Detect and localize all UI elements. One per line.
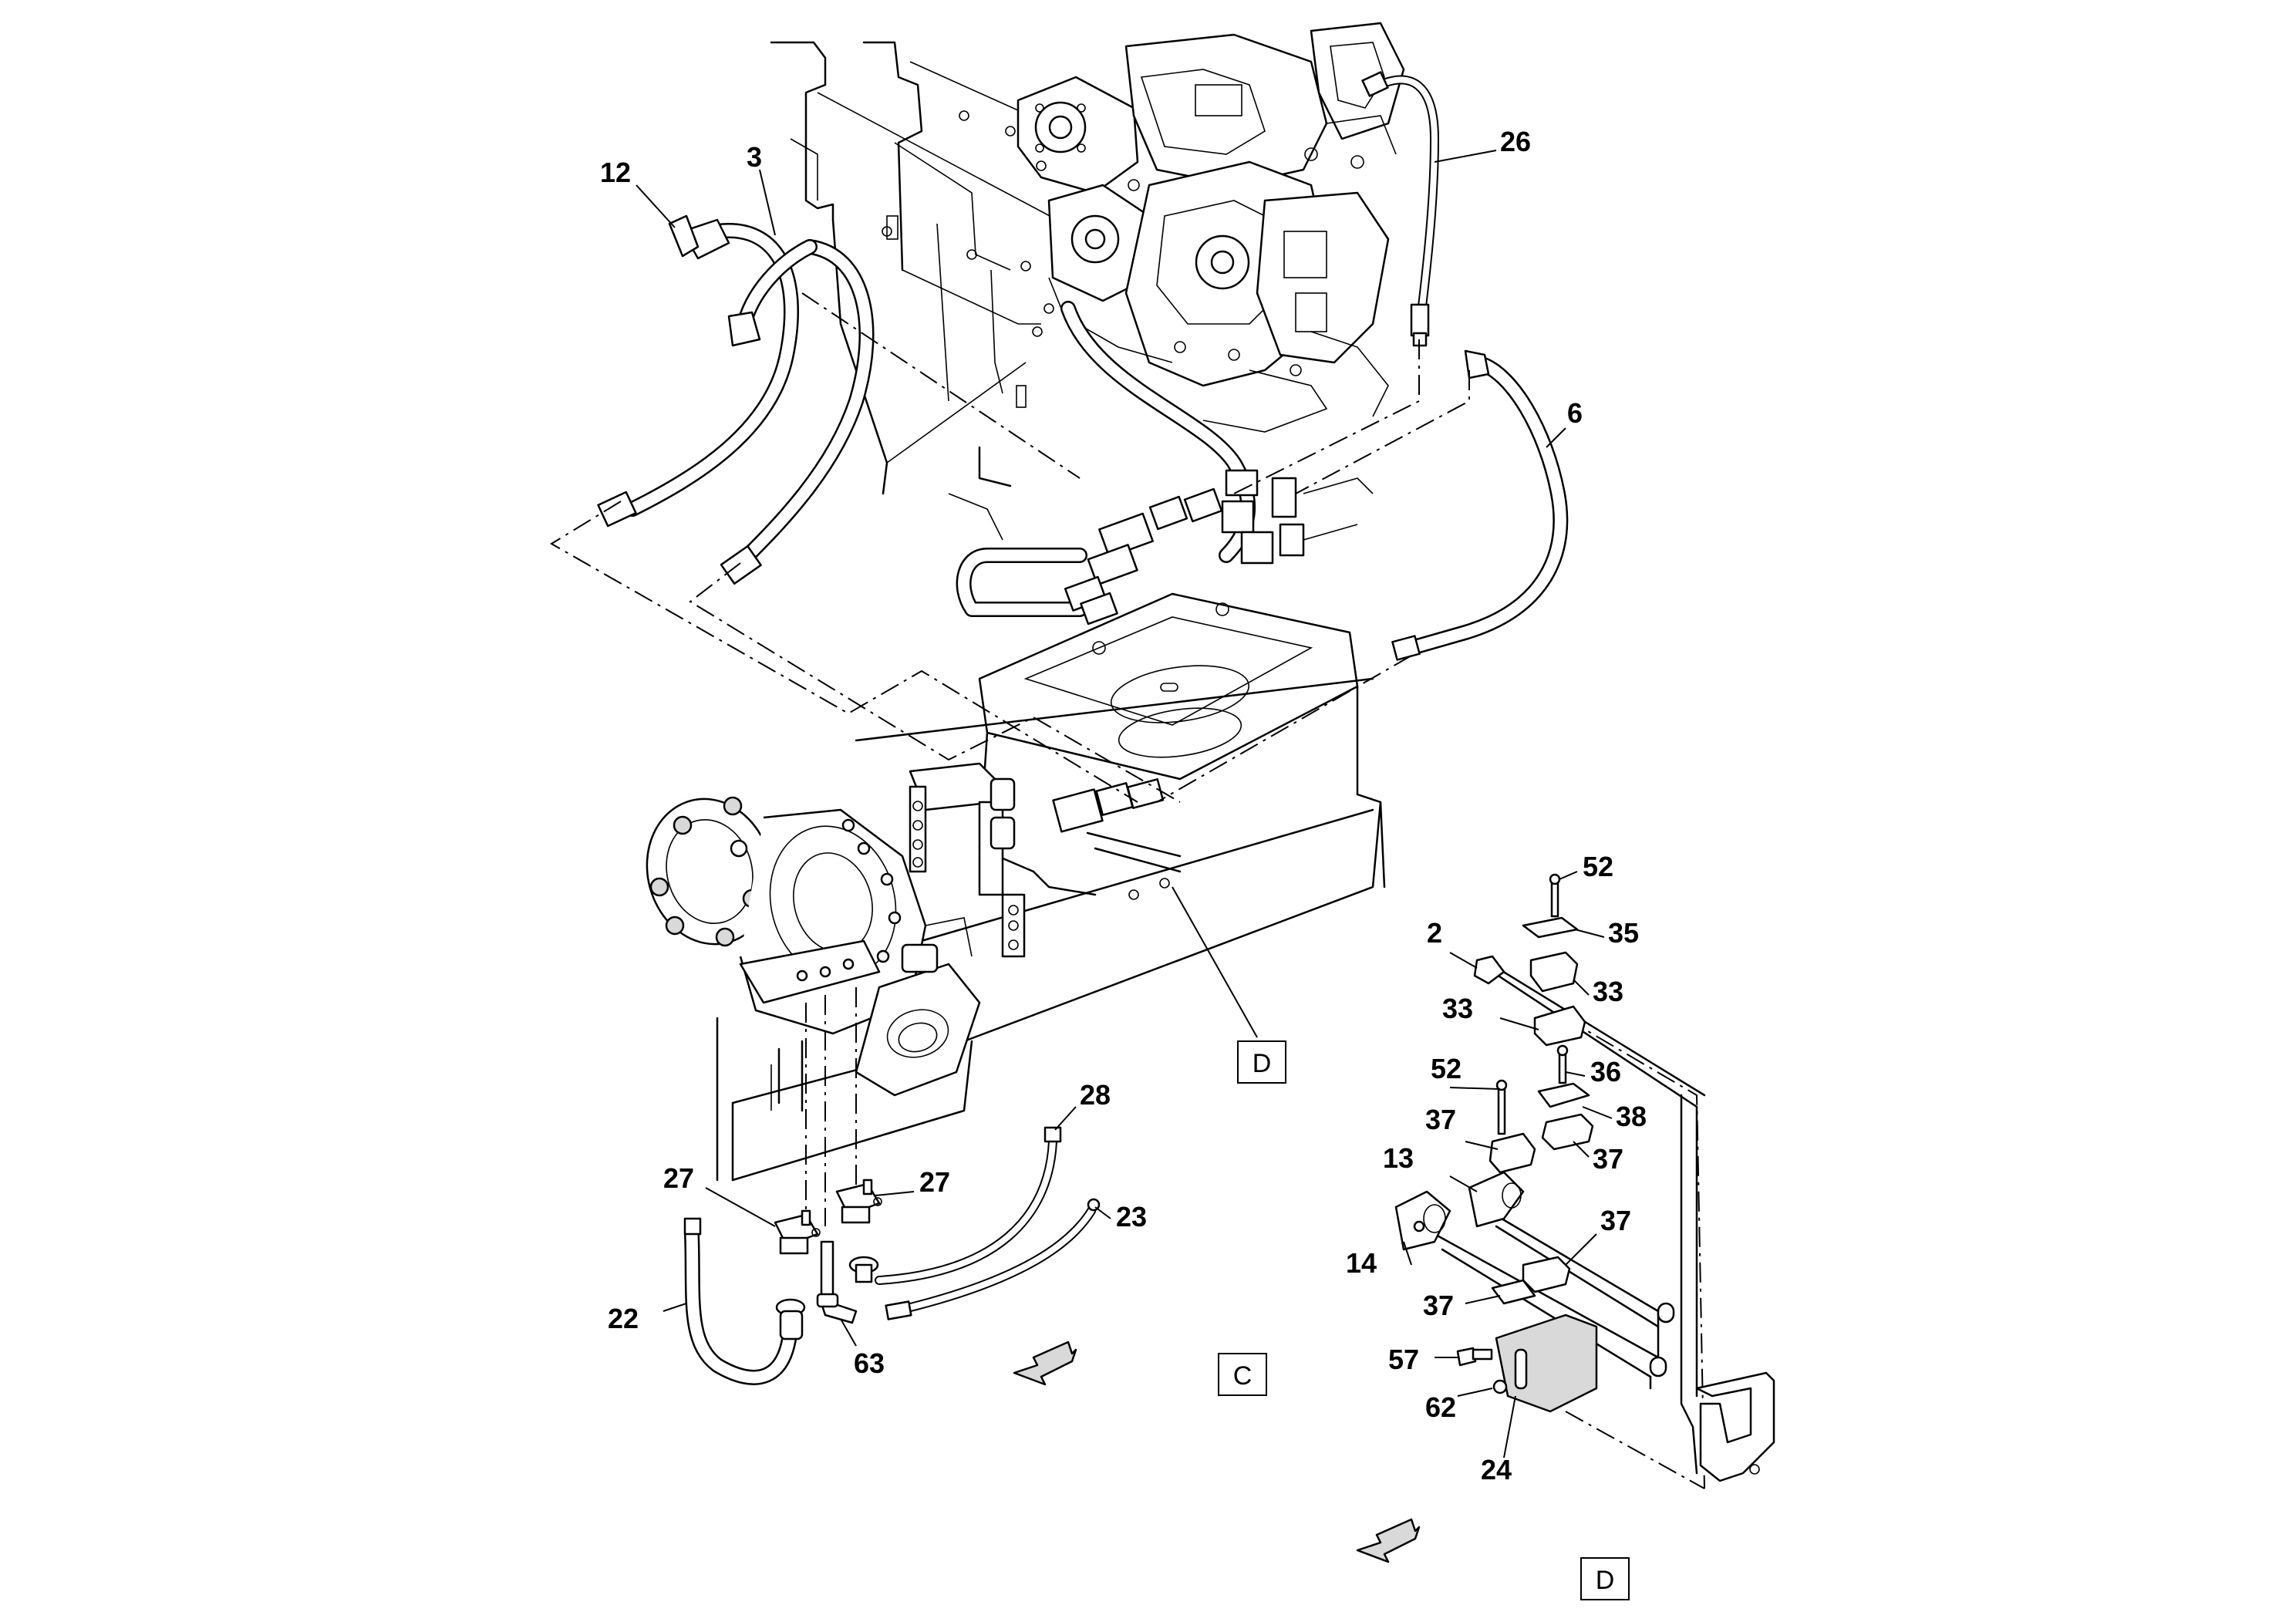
svg-text:C: C <box>1233 1361 1253 1391</box>
callout-37-left-upper: 37 <box>1425 1104 1456 1135</box>
callout-62: 62 <box>1425 1391 1456 1423</box>
callout-37-right-lower: 37 <box>1600 1205 1631 1236</box>
callout-14: 14 <box>1346 1247 1377 1279</box>
callout-28: 28 <box>1080 1079 1111 1111</box>
callouts: 12 3 26 6 52 35 2 33 33 36 52 38 37 37 1… <box>600 126 1647 1485</box>
callout-37-left-lower: 37 <box>1423 1290 1454 1321</box>
callout-24: 24 <box>1481 1454 1512 1485</box>
callout-12: 12 <box>600 157 631 188</box>
valve-cluster <box>909 762 1182 896</box>
callout-3: 3 <box>747 141 762 173</box>
svg-text:D: D <box>1596 1566 1615 1595</box>
callout-63: 63 <box>854 1347 885 1379</box>
callout-27-right: 27 <box>919 1166 950 1198</box>
hose-28 <box>848 1126 1062 1285</box>
hose-63-elbow <box>816 1240 858 1324</box>
callout-23: 23 <box>1116 1201 1147 1233</box>
hydraulic-motor <box>646 796 981 1112</box>
bracket-assembly <box>1394 873 1775 1482</box>
callout-6: 6 <box>1567 397 1583 429</box>
direction-arrow-icon <box>1356 1518 1421 1563</box>
callout-13: 13 <box>1383 1142 1414 1174</box>
hose-12 <box>597 214 799 528</box>
hose-3 <box>720 239 875 585</box>
chassis-frame <box>770 41 1065 541</box>
hose-22 <box>683 1217 806 1385</box>
manifold-fittings <box>1064 469 1374 626</box>
view-label-d-upper: D <box>1237 1040 1286 1084</box>
direction-arrow-icon <box>1013 1340 1077 1386</box>
callout-2: 2 <box>1427 917 1442 949</box>
svg-text:D: D <box>1253 1049 1272 1078</box>
view-label-c: C <box>1218 1353 1267 1396</box>
callout-26: 26 <box>1500 126 1531 157</box>
hose-6 <box>1391 349 1569 661</box>
view-label-d-lower: D <box>1580 1557 1630 1600</box>
engine-pump-assembly <box>1005 22 1405 433</box>
callout-37-right-upper: 37 <box>1593 1143 1623 1175</box>
callout-33-left: 33 <box>1442 993 1473 1024</box>
callout-27-left: 27 <box>663 1162 694 1194</box>
hose-23 <box>885 1198 1101 1320</box>
tank-body <box>978 592 1386 896</box>
flange-27-right <box>835 1179 882 1224</box>
hose-26 <box>1361 71 1440 347</box>
leader-lines <box>636 150 1613 1458</box>
callout-33-right: 33 <box>1593 976 1623 1007</box>
assembly-lines <box>550 292 1705 1489</box>
callout-57: 57 <box>1388 1344 1419 1375</box>
callout-22: 22 <box>608 1303 639 1334</box>
flange-27-left <box>774 1209 821 1255</box>
callout-35: 35 <box>1608 917 1639 949</box>
callout-52-mid: 52 <box>1431 1053 1462 1084</box>
callout-36: 36 <box>1590 1056 1621 1088</box>
callout-52-top: 52 <box>1583 851 1613 882</box>
callout-38: 38 <box>1616 1101 1647 1132</box>
